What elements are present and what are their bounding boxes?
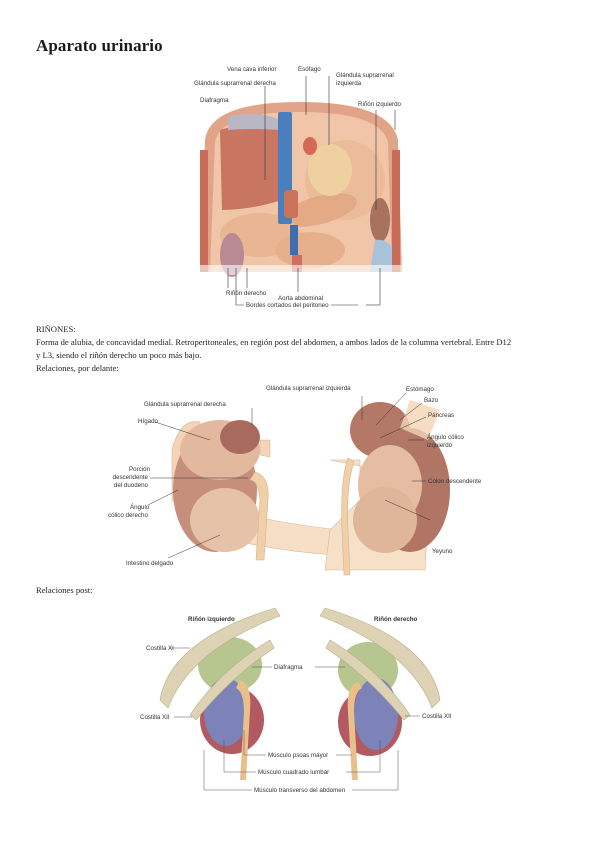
label-rinon-derecho: Riñón derecho — [374, 616, 418, 623]
anterior-relations-illustration — [147, 392, 450, 576]
label-porcion-2: descendente — [112, 474, 148, 481]
label-rinon-derecho: Riñón derecho — [226, 290, 267, 297]
label-cuadrado-lumbar: Músculo cuadrado lumbar — [258, 769, 330, 776]
label-glandula-derecha: Glándula suprarrenal derecha — [144, 401, 226, 408]
label-pancreas: Páncreas — [428, 412, 455, 419]
label-porcion-1: Porción — [129, 466, 150, 473]
relations-back-heading: Relaciones post: — [36, 585, 93, 595]
paragraph-line-1: Forma de alubia, de concavidad medial. R… — [36, 337, 512, 347]
label-angulo-colico-2: izquierdo — [427, 442, 453, 449]
label-glandula-derecha: Glándula suprarrenal derecha — [194, 80, 276, 87]
label-esofago: Esófago — [298, 66, 321, 73]
page-title: Aparato urinario — [36, 36, 163, 55]
figure-posterior-relations: Riñón izquierdo Riñón derecho Costilla X… — [140, 600, 460, 800]
label-angulo-colico-1: Ángulo cólico — [427, 434, 464, 441]
label-glandula-izquierda-1: Glándula suprarrenal — [336, 72, 394, 79]
label-porcion-3: del duodeno — [113, 482, 148, 489]
label-rinon-izquierdo: Riñón izquierdo — [358, 101, 401, 108]
label-costilla-xi: Costilla XI — [146, 645, 174, 652]
label-transverso: Músculo transverso del abdomen — [254, 787, 346, 794]
label-glandula-izquierda: Glándula suprarrenal izquierda — [266, 385, 351, 392]
paragraph-line-2: y L3, siendo el riñón derecho un poco má… — [36, 350, 202, 360]
label-costilla-xii-left: Costilla XII — [140, 714, 170, 721]
label-higado: Hígado — [138, 418, 158, 425]
label-colon: Colon descendente — [428, 478, 482, 485]
label-estomago: Estómago — [406, 386, 434, 393]
label-angulo-2: cólico derecho — [108, 512, 148, 519]
label-aorta: Aorta abdominal — [278, 295, 324, 302]
relations-front-heading: Relaciones, por delante: — [36, 363, 119, 373]
label-glandula-izquierda-2: izquierda — [336, 80, 362, 87]
section-heading-rinones: RIÑONES: — [36, 324, 76, 334]
posterior-relations-illustration — [159, 607, 441, 791]
label-vena-cava: Vena cava inferior — [227, 66, 277, 73]
label-diafragma: Diafragma — [200, 97, 229, 104]
label-angulo-1: Ángulo — [130, 504, 150, 511]
label-psoas: Músculo psoas mayor — [268, 752, 329, 759]
label-rinon-izquierdo: Riñón izquierdo — [188, 616, 235, 623]
figure-anterior-relations: Glándula suprarrenal derecha Hígado Porc… — [100, 380, 520, 580]
label-bordes-peritoneo: Bordes cortados del peritoneo — [244, 302, 331, 309]
label-diafragma: Diafragma — [274, 664, 303, 671]
figure-abdominal-cavity: Vena cava inferior Esófago Glándula supr… — [180, 60, 420, 320]
abdominal-cavity-illustration — [198, 76, 404, 306]
label-intestino: Intestino delgado — [126, 560, 174, 567]
label-costilla-xii-right: Costilla XII — [422, 713, 452, 720]
label-bazo: Bazo — [424, 397, 439, 404]
label-yeyuno: Yeyuno — [432, 548, 453, 555]
